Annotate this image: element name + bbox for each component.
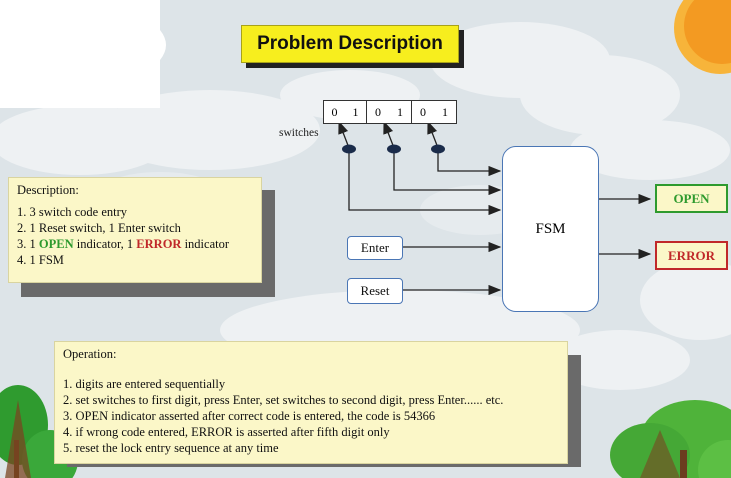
description-item-2: 2. 1 Reset switch, 1 Enter switch [17,221,181,235]
operation-item-4: 4. if wrong code entered, ERROR is asser… [63,425,390,439]
wire-switch-1 [348,148,502,216]
switch-3[interactable]: 0 1 [411,100,457,124]
white-blob [0,0,166,108]
description-card: Description: 1. 3 switch code entry 2. 1… [8,177,262,283]
page-title: Problem Description [257,33,443,54]
switch-pivot-1 [342,144,356,154]
switch-1-zero: 0 [331,104,338,119]
title-banner: Problem Description [241,25,459,63]
error-indicator: ERROR [655,241,728,270]
description-item-3: 3. 1 OPEN indicator, 1 ERROR indicator [17,236,229,252]
enter-switch[interactable]: Enter [347,236,403,260]
description-item-4: 4. 1 FSM [17,253,64,267]
tree-right-icon [610,400,731,478]
wire-switch-2 [393,148,502,196]
operation-card: Operation: 1. digits are entered sequent… [54,341,568,464]
operation-heading: Operation: [63,347,117,361]
open-indicator: OPEN [655,184,728,213]
toggle-switch-3 [427,120,439,149]
switches-label: switches [279,127,319,139]
operation-item-1: 1. digits are entered sequentially [63,377,226,391]
switch-pivot-3 [431,144,445,154]
wire-switch-3 [437,148,502,177]
description-item-1: 1. 3 switch code entry [17,205,128,219]
operation-item-3: 3. OPEN indicator asserted after correct… [63,409,436,423]
description-item-3-prefix: 3. 1 [17,237,39,251]
switch-1[interactable]: 0 1 [323,100,367,124]
switch-2[interactable]: 0 1 [366,100,412,124]
description-open-word: OPEN [38,237,74,251]
toggle-switch-2 [383,120,395,149]
sun-icon [674,0,731,74]
operation-item-2: 2. set switches to first digit, press En… [63,393,504,407]
switch-2-one: 1 [397,104,403,119]
operation-item-5: 5. reset the lock entry sequence at any … [63,441,279,455]
description-item-3-suffix: indicator [181,237,230,251]
fsm-label: FSM [535,221,566,237]
switch-3-zero: 0 [420,104,426,119]
description-error-word: ERROR [136,237,182,251]
toggle-switch-1 [338,120,350,149]
switch-2-zero: 0 [375,104,381,119]
reset-switch[interactable]: Reset [347,278,403,304]
switch-pivot-2 [387,144,401,154]
switch-3-one: 1 [442,104,448,119]
fsm-block: FSM [502,146,599,312]
description-item-3-mid: indicator, 1 [73,237,137,251]
description-heading: Description: [17,183,79,197]
switch-1-one: 1 [352,104,359,119]
